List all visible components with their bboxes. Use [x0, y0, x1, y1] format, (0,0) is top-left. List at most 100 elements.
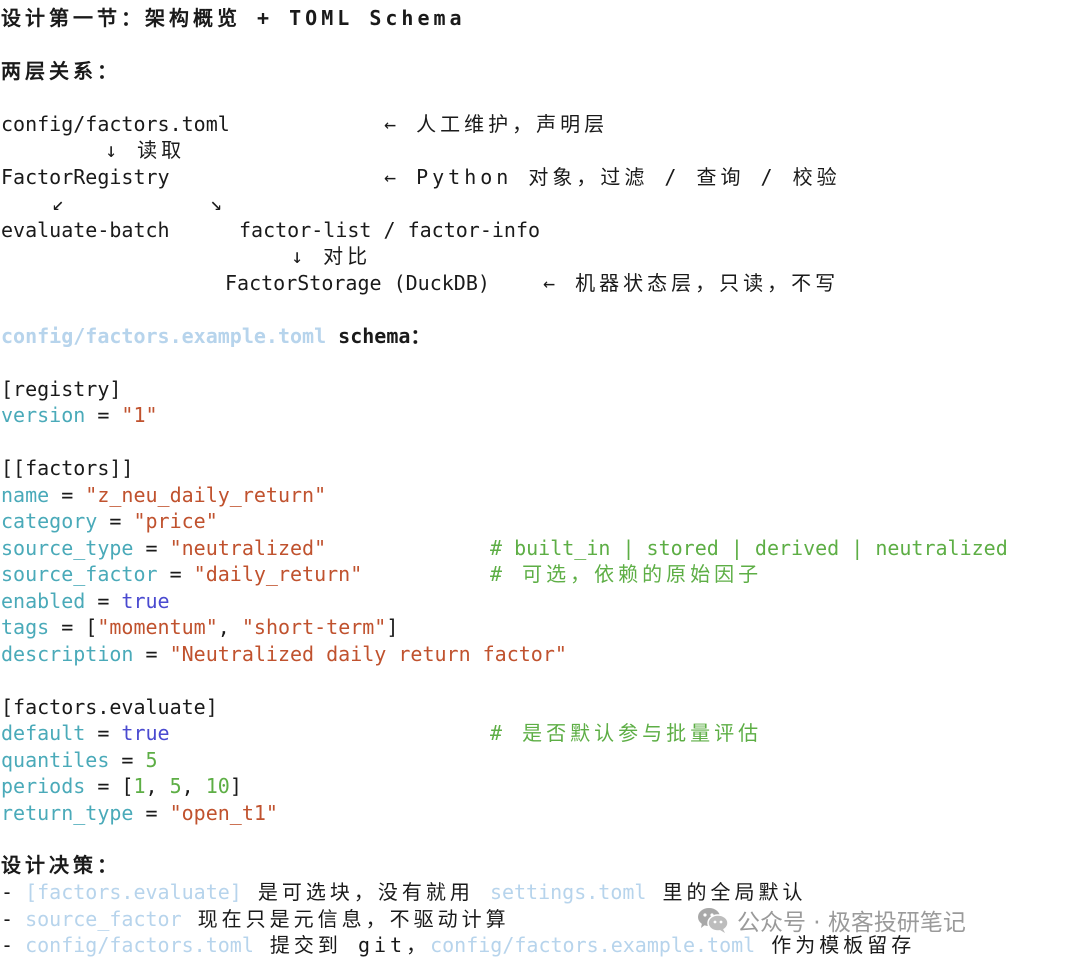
diagram-factor-list: factor-list / factor-info — [239, 217, 540, 243]
diagram-arrow-read-text: ↓ 读取 — [105, 138, 186, 162]
toml-key: description — [1, 642, 134, 666]
toml-eq: = — [85, 403, 122, 427]
diagram-evaluate-batch: evaluate-batch — [1, 217, 170, 243]
toml-eq: = — [85, 721, 122, 745]
diagram-note-machine-text: ← 机器状态层，只读，不写 — [543, 271, 840, 295]
page-title: 设计第一节：架构概览 + TOML Schema — [1, 5, 466, 31]
wechat-icon — [698, 908, 729, 933]
diagram-evaluate-batch-text: evaluate-batch — [1, 218, 170, 242]
decision-text: 作为模板留存 — [755, 933, 916, 957]
toml-sep: , — [145, 774, 170, 798]
toml-return-type-line: return_type = "open_t1" — [1, 800, 278, 826]
toml-key: return_type — [1, 801, 134, 825]
diagram-row-registry: FactorRegistry — [1, 164, 170, 190]
toml-value: 10 — [205, 774, 230, 798]
toml-description-line: description = "Neutralized daily return … — [1, 641, 567, 667]
diagram-note-declaration-text: ← 人工维护，声明层 — [384, 112, 609, 136]
toml-registry-section-text: [registry] — [1, 377, 122, 401]
inline-code: [factors.evaluate] — [25, 880, 242, 904]
toml-value: true — [121, 589, 170, 613]
toml-value: "price" — [133, 509, 218, 533]
toml-value: 5 — [169, 774, 182, 798]
inline-code: config/factors.toml — [25, 933, 254, 957]
toml-value: "z_neu_daily_return" — [85, 483, 327, 507]
toml-bracket: ] — [386, 615, 399, 639]
arrow-down-left-icon: ↙ — [52, 191, 65, 215]
diagram-note-python-text: ← Python 对象，过滤 / 查询 / 校验 — [384, 165, 841, 189]
watermark: 公众号 · 极客投研笔记 — [697, 903, 966, 937]
toml-eq: = — [85, 774, 122, 798]
toml-source-type-comment: # built_in | stored | derived | neutrali… — [490, 535, 1008, 561]
toml-tags-line: tags = ["momentum", "short-term"] — [1, 614, 398, 640]
toml-eq: = — [109, 748, 146, 772]
toml-registry-section: [registry] — [1, 376, 121, 402]
toml-source-factor-comment: # 可选，依赖的原始因子 — [490, 561, 762, 587]
toml-value: "neutralized" — [169, 536, 327, 560]
toml-eq: = — [85, 589, 122, 613]
toml-value: "open_t1" — [169, 801, 278, 825]
toml-factors-section: [[factors]] — [1, 455, 133, 481]
bullet: - — [1, 907, 26, 931]
toml-key: default — [1, 721, 86, 745]
schema-colon: ： — [410, 324, 431, 348]
decisions-heading-text: 设计决策： — [1, 853, 121, 877]
page-title-text: 设计第一节：架构概览 + TOML Schema — [1, 6, 466, 30]
decisions-heading: 设计决策： — [1, 852, 121, 878]
toml-evaluate-section-text: [factors.evaluate] — [1, 695, 218, 719]
arrow-down-right-icon: ↘ — [210, 191, 223, 215]
watermark-text: 公众号 · 极客投研笔记 — [737, 910, 966, 936]
diagram-note-machine: ← 机器状态层，只读，不写 — [543, 270, 839, 296]
toml-evaluate-section: [factors.evaluate] — [1, 694, 218, 720]
toml-key: name — [1, 483, 50, 507]
decision-item-3: - config/factors.toml 提交到 git，config/fac… — [1, 932, 915, 958]
toml-key: periods — [1, 774, 86, 798]
toml-default-comment: # 是否默认参与批量评估 — [490, 720, 762, 746]
toml-bracket: [ — [121, 774, 134, 798]
inline-code: config/factors.example.toml — [430, 933, 756, 957]
diagram-note-declaration: ← 人工维护，声明层 — [384, 111, 608, 137]
diagram-arrow-read: ↓ 读取 — [105, 137, 185, 163]
toml-key: version — [1, 403, 86, 427]
toml-value: 1 — [133, 774, 146, 798]
toml-sep: , — [217, 615, 242, 639]
toml-key: quantiles — [1, 748, 110, 772]
toml-key: tags — [1, 615, 50, 639]
toml-eq: = — [97, 509, 134, 533]
toml-periods-line: periods = [1, 5, 10] — [1, 773, 242, 799]
diagram-config-file: config/factors.toml — [1, 112, 230, 136]
toml-version-line: version = "1" — [1, 402, 158, 428]
toml-eq: = — [133, 642, 170, 666]
toml-name-line: name = "z_neu_daily_return" — [1, 482, 326, 508]
diagram-arrow-down-right: ↘ — [210, 190, 222, 216]
diagram-row-config: config/factors.toml — [1, 111, 230, 137]
toml-comment: # built_in | stored | derived | neutrali… — [490, 536, 1008, 560]
toml-key: source_factor — [1, 562, 158, 586]
toml-eq: = — [133, 536, 170, 560]
toml-value: "Neutralized daily return factor" — [169, 642, 567, 666]
decision-text: 现在只是元信息，不驱动计算 — [181, 907, 510, 931]
toml-category-line: category = "price" — [1, 508, 218, 534]
schema-word: schema — [338, 324, 411, 348]
toml-value: true — [121, 721, 170, 745]
toml-source-type-line: source_type = "neutralized" — [1, 535, 326, 561]
decision-text: 里的全局默认 — [646, 880, 807, 904]
toml-key: enabled — [1, 589, 86, 613]
toml-quantiles-line: quantiles = 5 — [1, 747, 158, 773]
toml-source-factor-line: source_factor = "daily_return" — [1, 561, 362, 587]
decision-text: 是可选块，没有就用 — [241, 880, 490, 904]
toml-enabled-line: enabled = true — [1, 588, 170, 614]
toml-value: "daily_return" — [193, 562, 363, 586]
diagram-arrow-compare: ↓ 对比 — [291, 243, 371, 269]
toml-key: category — [1, 509, 98, 533]
decision-item-2: - source_factor 现在只是元信息，不驱动计算 — [1, 906, 510, 932]
toml-factors-section-text: [[factors]] — [1, 456, 134, 480]
diagram-note-python: ← Python 对象，过滤 / 查询 / 校验 — [384, 164, 841, 190]
decision-text: 提交到 git， — [253, 933, 431, 957]
inline-code: settings.toml — [489, 880, 647, 904]
diagram-arrow-down-left: ↙ — [52, 190, 64, 216]
schema-path: config/factors.example.toml — [1, 324, 327, 348]
toml-default-line: default = true — [1, 720, 170, 746]
diagram-storage-text: FactorStorage (DuckDB) — [225, 271, 490, 295]
toml-sep: , — [181, 774, 206, 798]
toml-value: "1" — [121, 403, 158, 427]
